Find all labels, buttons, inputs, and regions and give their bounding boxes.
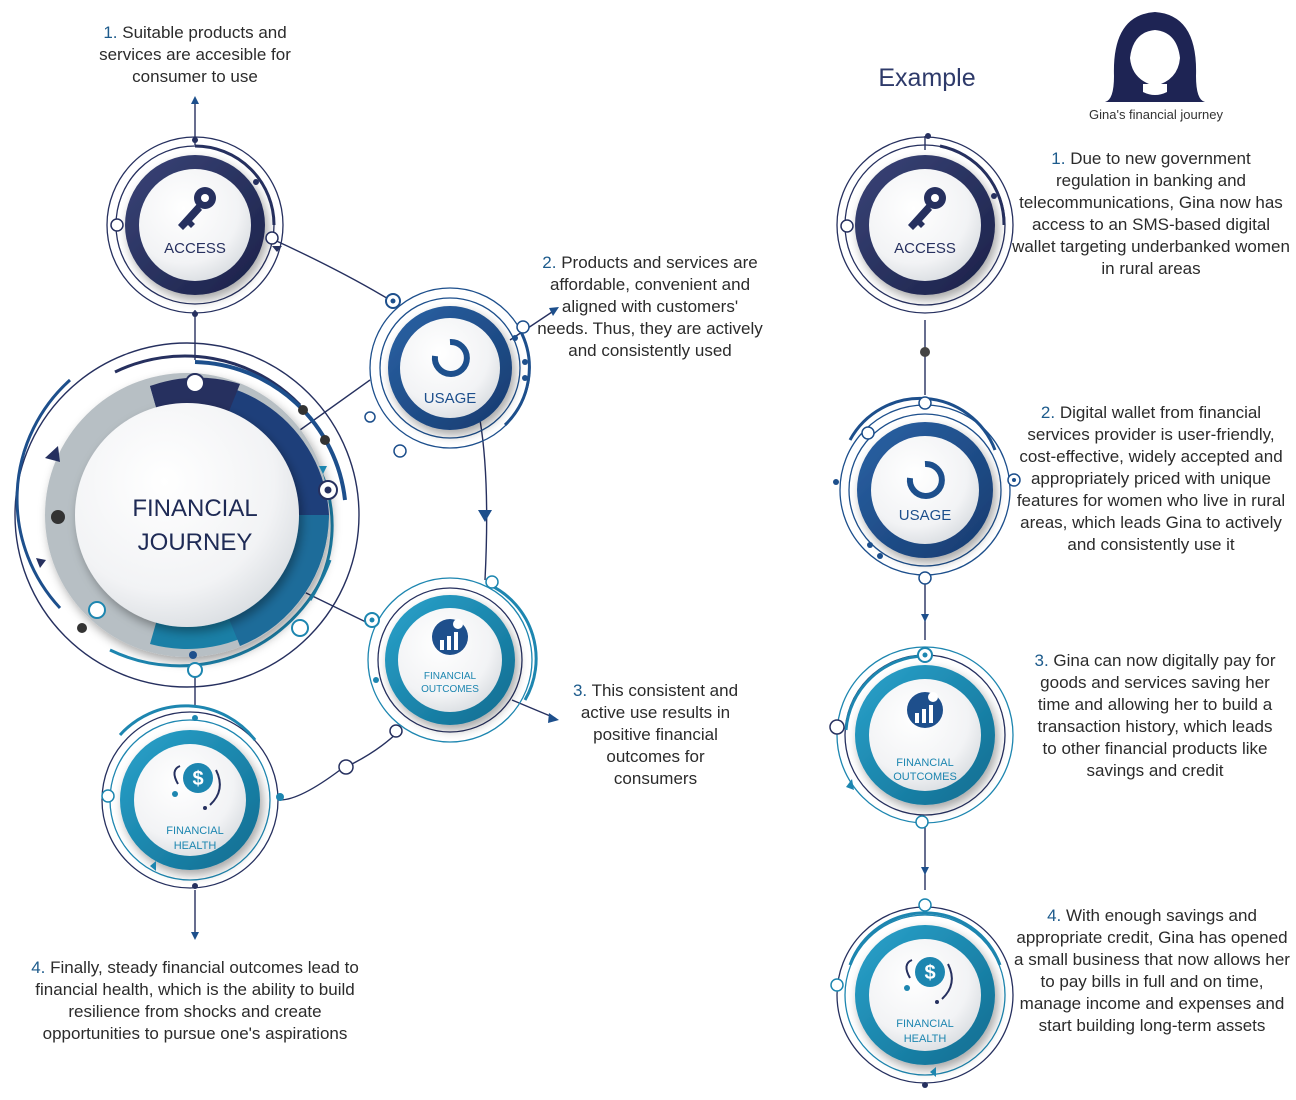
- dollar-stethoscope-icon: $: [172, 763, 221, 810]
- right-health-node: [830, 898, 1014, 1088]
- right-health-line2: HEALTH: [903, 1033, 947, 1045]
- right-outcomes-line2: OUTCOMES: [893, 771, 957, 783]
- right-step-4-text: With enough savings and appropriate cred…: [1014, 906, 1290, 1035]
- right-step-2-text: Digital wallet from financial services p…: [1016, 403, 1286, 554]
- left-usage-node: [364, 287, 531, 458]
- right-access-label: ACCESS: [894, 240, 956, 257]
- left-access-node: [106, 136, 284, 317]
- left-step-2-number: 2.: [542, 253, 557, 272]
- right-step-3-number: 3.: [1034, 651, 1049, 670]
- financial-journey-hub: [14, 342, 360, 688]
- right-outcomes-node: [829, 646, 1014, 829]
- left-health-node: [101, 704, 354, 889]
- left-step-4: 4. Finally, steady financial outcomes le…: [20, 957, 370, 1045]
- right-usage-node: [833, 396, 1021, 585]
- right-step-2: 2. Digital wallet from financial service…: [1010, 402, 1292, 556]
- dollar-stethoscope-icon: $: [904, 957, 953, 1004]
- key-icon: [908, 187, 946, 230]
- left-step-2-text: Products and services are affordable, co…: [537, 253, 763, 360]
- right-outcomes-line1: FINANCIAL: [896, 757, 954, 769]
- left-step-2: 2. Products and services are affordable,…: [535, 252, 765, 362]
- right-step-1-text: Due to new government regulation in bank…: [1012, 149, 1290, 278]
- left-outcomes-label: FINANCIAL OUTCOMES: [405, 670, 495, 696]
- key-icon: [178, 187, 216, 230]
- donut-icon: [906, 460, 945, 499]
- left-arrowheads: [191, 96, 559, 940]
- left-step-1-text: Suitable products and services are acces…: [99, 23, 291, 86]
- left-health-label: FINANCIAL HEALTH: [150, 824, 240, 854]
- right-step-3-text: Gina can now digitally pay for goods and…: [1037, 651, 1276, 780]
- donut-icon: [431, 338, 470, 377]
- example-label: Example: [878, 64, 976, 92]
- left-step-1-number: 1.: [103, 23, 118, 42]
- left-health-line1: FINANCIAL: [166, 825, 224, 837]
- financial-journey-label: FINANCIAL JOURNEY: [100, 492, 290, 560]
- left-health-line2: HEALTH: [173, 840, 217, 852]
- gina-caption: Gina's financial journey: [1089, 107, 1223, 122]
- gina-persona: [1105, 12, 1205, 102]
- right-access-node: [836, 133, 1014, 357]
- financial-journey-line1: FINANCIAL: [132, 495, 258, 522]
- right-step-1-number: 1.: [1051, 149, 1066, 168]
- left-usage-label: USAGE: [423, 390, 477, 407]
- left-outcomes-node: [364, 575, 538, 743]
- left-access-label: ACCESS: [164, 240, 226, 257]
- svg-text:$: $: [192, 768, 203, 790]
- right-health-label: FINANCIAL HEALTH: [880, 1017, 970, 1047]
- right-step-4-number: 4.: [1047, 906, 1062, 925]
- right-usage-label: USAGE: [898, 507, 952, 524]
- growth-chart-icon: [432, 619, 468, 655]
- financial-journey-line2: JOURNEY: [137, 529, 253, 556]
- right-arrowheads: [921, 614, 929, 875]
- left-outcomes-line2: OUTCOMES: [421, 684, 479, 695]
- left-step-3-number: 3.: [572, 681, 588, 700]
- right-outcomes-label: FINANCIAL OUTCOMES: [880, 756, 970, 784]
- right-step-4: 4. With enough savings and appropriate c…: [1012, 905, 1292, 1037]
- svg-text:$: $: [924, 962, 935, 984]
- left-step-3: 3. This consistent and active use result…: [568, 680, 743, 790]
- left-outcomes-line1: FINANCIAL: [423, 671, 477, 682]
- left-step-1: 1. Suitable products and services are ac…: [70, 22, 320, 88]
- right-step-2-number: 2.: [1040, 403, 1056, 422]
- left-step-4-number: 4.: [31, 958, 46, 977]
- right-step-1: 1. Due to new government regulation in b…: [1012, 148, 1290, 280]
- growth-chart-icon: [907, 692, 943, 728]
- left-step-3-text: This consistent and active use results i…: [580, 681, 739, 788]
- right-step-3: 3. Gina can now digitally pay for goods …: [1030, 650, 1280, 782]
- right-health-line1: FINANCIAL: [896, 1018, 954, 1030]
- left-step-4-text: Finally, steady financial outcomes lead …: [35, 958, 359, 1043]
